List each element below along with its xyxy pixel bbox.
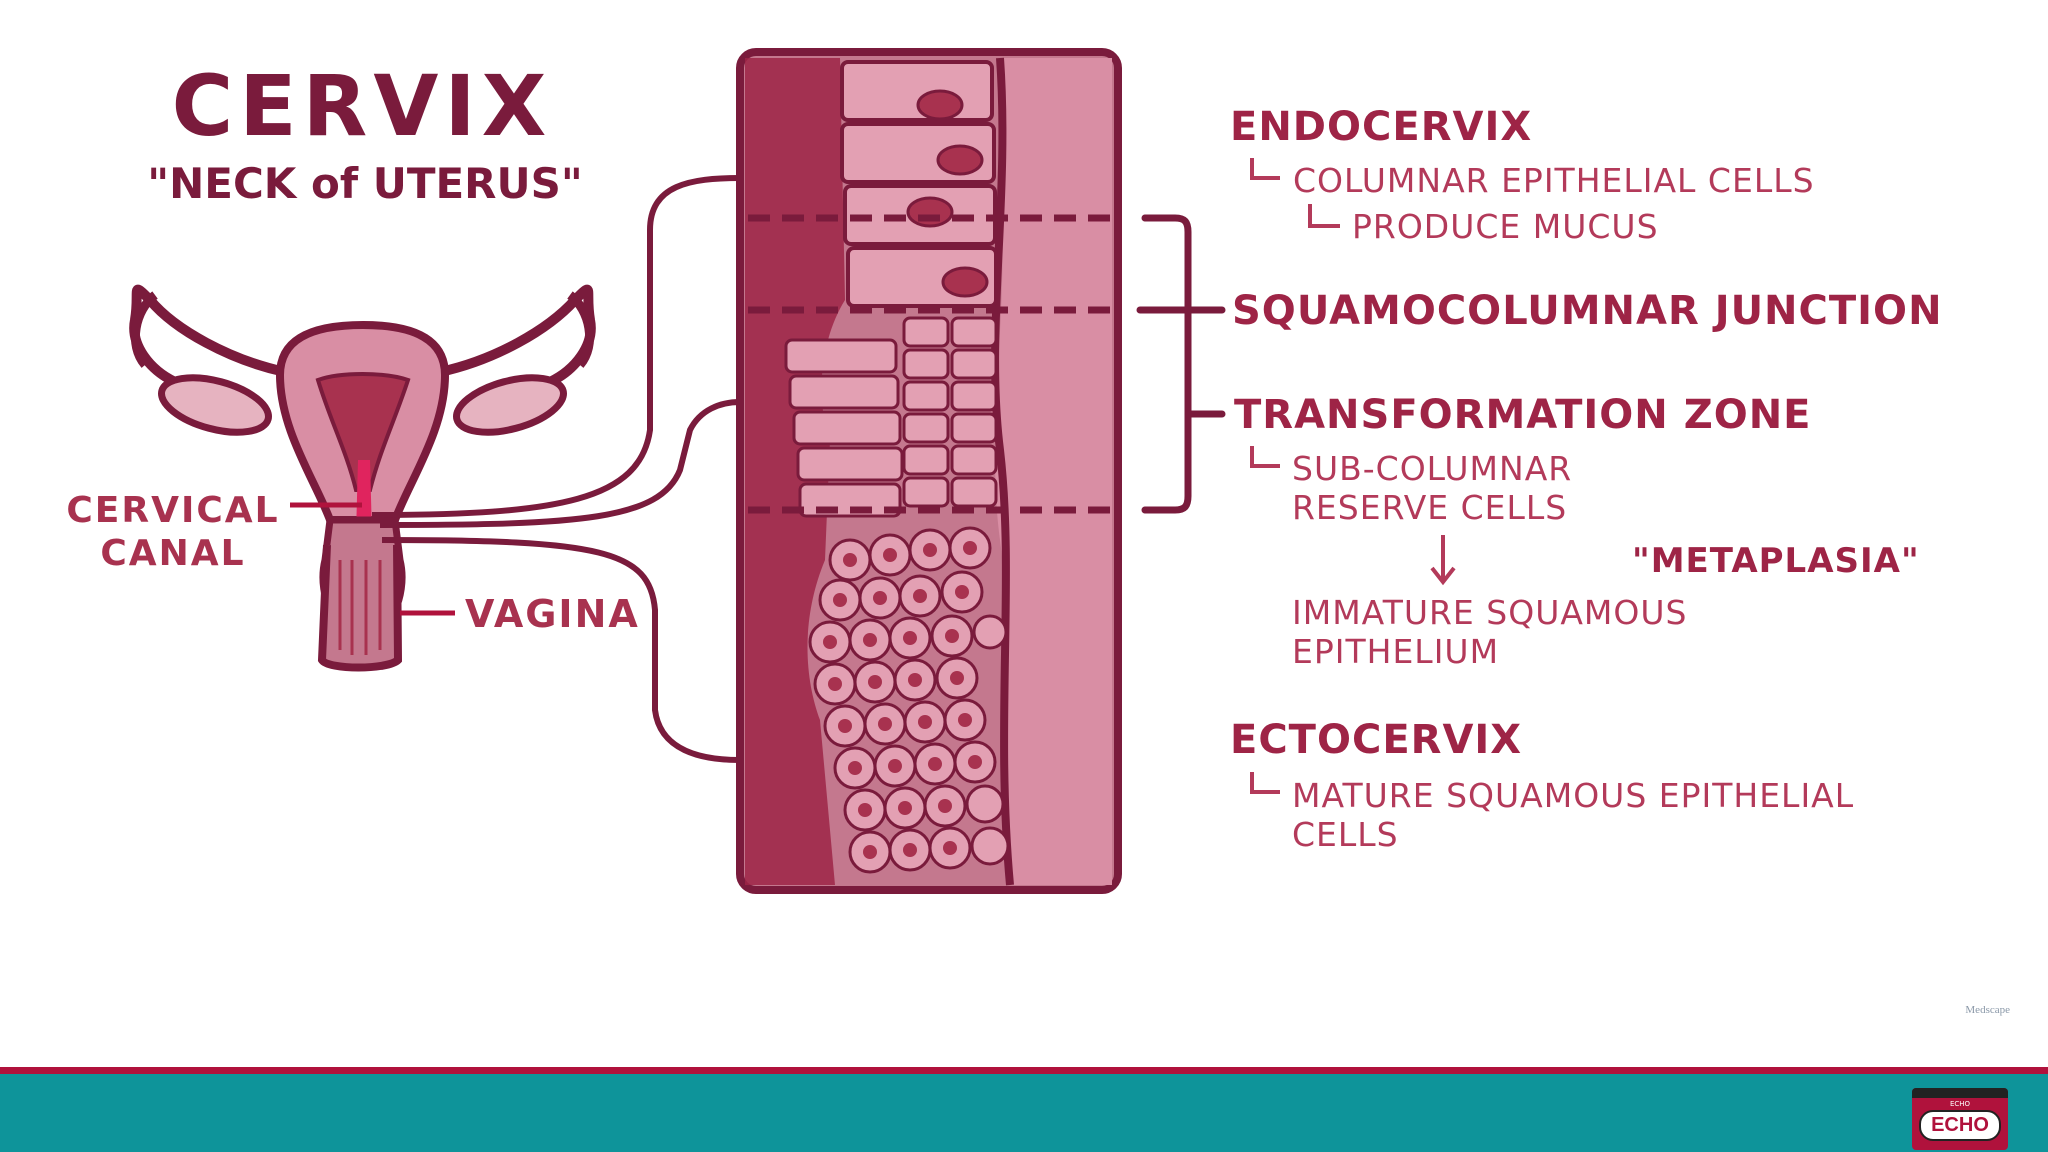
uterus-illustration — [129, 284, 596, 672]
diagram-subtitle: "NECK of UTERUS" — [147, 159, 582, 208]
logo-wordmark: ECHO — [1919, 1110, 2001, 1141]
vagina-label: VAGINA — [465, 592, 640, 636]
ectocervix-branch-icon — [1250, 772, 1280, 794]
echo-logo[interactable]: ECHO ECHO — [1912, 1088, 2008, 1150]
footer-bar: ECHO ECHO — [0, 1067, 2048, 1152]
transformation-heading: TRANSFORMATION ZONE — [1234, 392, 1812, 438]
endocervix-line2: PRODUCE MUCUS — [1352, 207, 1659, 246]
diagram-title: CERVIX — [172, 57, 553, 155]
down-arrow-icon — [1430, 535, 1456, 586]
transformation-line3: IMMATURE SQUAMOUS — [1292, 593, 1687, 632]
transformation-branch-icon — [1250, 446, 1280, 468]
endocervix-line1: COLUMNAR EPITHELIAL CELLS — [1293, 161, 1815, 200]
transformation-line2: RESERVE CELLS — [1292, 488, 1567, 527]
metaplasia-label: "METAPLASIA" — [1632, 541, 1920, 581]
logo-tagline: ECHO — [1949, 1100, 1971, 1108]
endocervix-heading: ENDOCERVIX — [1230, 104, 1532, 150]
ectocervix-heading: ECTOCERVIX — [1230, 717, 1522, 763]
ectocervix-line2: CELLS — [1292, 815, 1399, 854]
ectocervix-line1: MATURE SQUAMOUS EPITHELIAL — [1292, 776, 1854, 815]
histology-panel — [736, 48, 1122, 894]
transformation-line4: EPITHELIUM — [1292, 632, 1499, 671]
transformation-line1: SUB-COLUMNAR — [1292, 449, 1572, 488]
endocervix-subbranch-icon — [1308, 204, 1340, 228]
endocervix-branch-icon — [1250, 158, 1280, 180]
cervical-canal-label-line1: CERVICAL — [66, 490, 279, 531]
zone-bracket — [1136, 214, 1226, 514]
junction-heading: SQUAMOCOLUMNAR JUNCTION — [1232, 288, 1943, 334]
connector-lines — [371, 175, 741, 763]
logo-top-strip — [1912, 1088, 2008, 1098]
watermark: Medscape — [1965, 1004, 2010, 1016]
cervical-canal-label-line2: CANAL — [100, 533, 245, 574]
